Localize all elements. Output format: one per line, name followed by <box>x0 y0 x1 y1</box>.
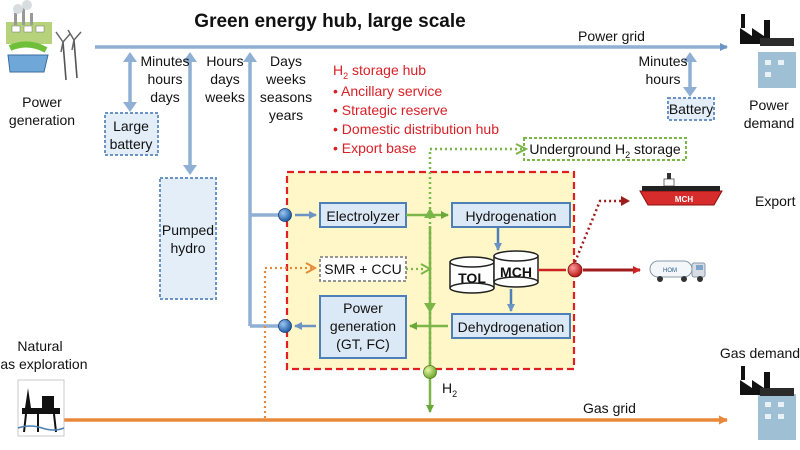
svg-text:days: days <box>150 89 180 105</box>
svg-text:• Export base: • Export base <box>333 140 417 156</box>
tank-truck-icon: HOM <box>649 260 706 282</box>
svg-text:Hours: Hours <box>206 53 243 69</box>
natural-gas-exploration-label: Natural gas exploration <box>0 338 87 372</box>
mch-junction <box>567 262 583 278</box>
electrolyzer-label: Electrolyzer <box>326 208 399 224</box>
tol-tank: TOL <box>449 256 495 294</box>
svg-text:generation: generation <box>330 318 396 334</box>
svg-text:TOL: TOL <box>458 270 486 286</box>
smr-ccu-label: SMR + CCU <box>324 261 401 277</box>
timescale-demand: Minutes hours <box>638 53 687 87</box>
timescale-medium: Hours days weeks <box>204 53 245 105</box>
electrolyzer-junction <box>278 208 292 222</box>
svg-text:seasons: seasons <box>260 89 312 105</box>
electrolyzer-box <box>319 202 407 228</box>
h2-output-label: H2 <box>442 380 457 399</box>
power-generation-junction <box>278 319 292 333</box>
svg-text:weeks: weeks <box>204 89 245 105</box>
svg-text:Power: Power <box>749 97 789 113</box>
svg-text:Minutes: Minutes <box>140 53 189 69</box>
svg-text:gas exploration: gas exploration <box>0 356 87 372</box>
svg-text:Days: Days <box>270 53 302 69</box>
large-battery-label: Large <box>113 118 149 134</box>
mch-tank: MCH <box>493 250 539 288</box>
power-demand-label: Power demand <box>744 97 795 131</box>
power-generation-icon <box>6 0 82 81</box>
svg-text:weeks: weeks <box>265 71 306 87</box>
svg-text:Natural: Natural <box>17 338 62 354</box>
svg-text:• Ancillary service: • Ancillary service <box>333 83 442 99</box>
svg-text:HOM: HOM <box>663 268 677 274</box>
gas-to-smr-link <box>263 266 312 418</box>
power-generation-box <box>319 295 407 359</box>
underground-h2-storage-label: Underground H2 storage <box>529 141 681 160</box>
h2-junction <box>423 365 437 379</box>
svg-text:battery: battery <box>110 136 153 152</box>
svg-text:MCH: MCH <box>675 195 693 204</box>
large-battery-box <box>104 112 159 156</box>
timescale-short: Minutes hours days <box>140 53 189 105</box>
smr-ccu-box <box>319 256 407 282</box>
svg-text:MCH: MCH <box>500 264 532 280</box>
export-link <box>573 199 628 263</box>
hydrogenation-box <box>451 202 571 228</box>
power-grid-label: Power grid <box>578 28 645 44</box>
svg-text:• Strategic reserve: • Strategic reserve <box>333 102 448 118</box>
dehydrogenation-label: Dehydrogenation <box>458 319 565 335</box>
svg-text:(GT, FC): (GT, FC) <box>336 336 390 352</box>
svg-text:Minutes: Minutes <box>638 53 687 69</box>
h2-storage-link <box>428 147 522 370</box>
tanker-ship-icon: MCH <box>639 173 723 206</box>
pumped-hydro-label: Pumped <box>162 222 214 238</box>
svg-text:years: years <box>269 107 303 123</box>
offshore-rig-icon <box>17 379 65 437</box>
power-generation-label: Power generation <box>9 94 75 128</box>
gas-demand-factory-icon <box>740 366 796 440</box>
gas-demand-label: Gas demand <box>720 345 800 361</box>
gas-grid-label: Gas grid <box>583 400 636 416</box>
pumped-hydro-box <box>159 177 217 300</box>
svg-text:• Domestic distribution hub: • Domestic distribution hub <box>333 121 499 137</box>
svg-text:Power: Power <box>22 94 62 110</box>
power-generation-label: Power <box>343 300 383 316</box>
svg-text:hours: hours <box>147 71 182 87</box>
h2-storage-hub-list: H2 storage hub • Ancillary service • Str… <box>333 62 499 156</box>
dehydrogenation-box <box>451 313 571 339</box>
diagram-title: Green energy hub, large scale <box>194 11 465 32</box>
export-label: Export <box>755 193 796 209</box>
svg-text:generation: generation <box>9 112 75 128</box>
battery-label: Battery <box>669 101 713 117</box>
svg-text:demand: demand <box>744 115 795 131</box>
battery-box <box>667 97 715 121</box>
hydrogenation-label: Hydrogenation <box>465 208 556 224</box>
factory-city-icon <box>740 14 796 88</box>
timescale-long: Days weeks seasons years <box>260 53 312 123</box>
svg-text:hours: hours <box>645 71 680 87</box>
svg-text:days: days <box>210 71 240 87</box>
svg-text:H2 storage hub: H2 storage hub <box>333 62 426 81</box>
svg-text:hydro: hydro <box>170 240 205 256</box>
